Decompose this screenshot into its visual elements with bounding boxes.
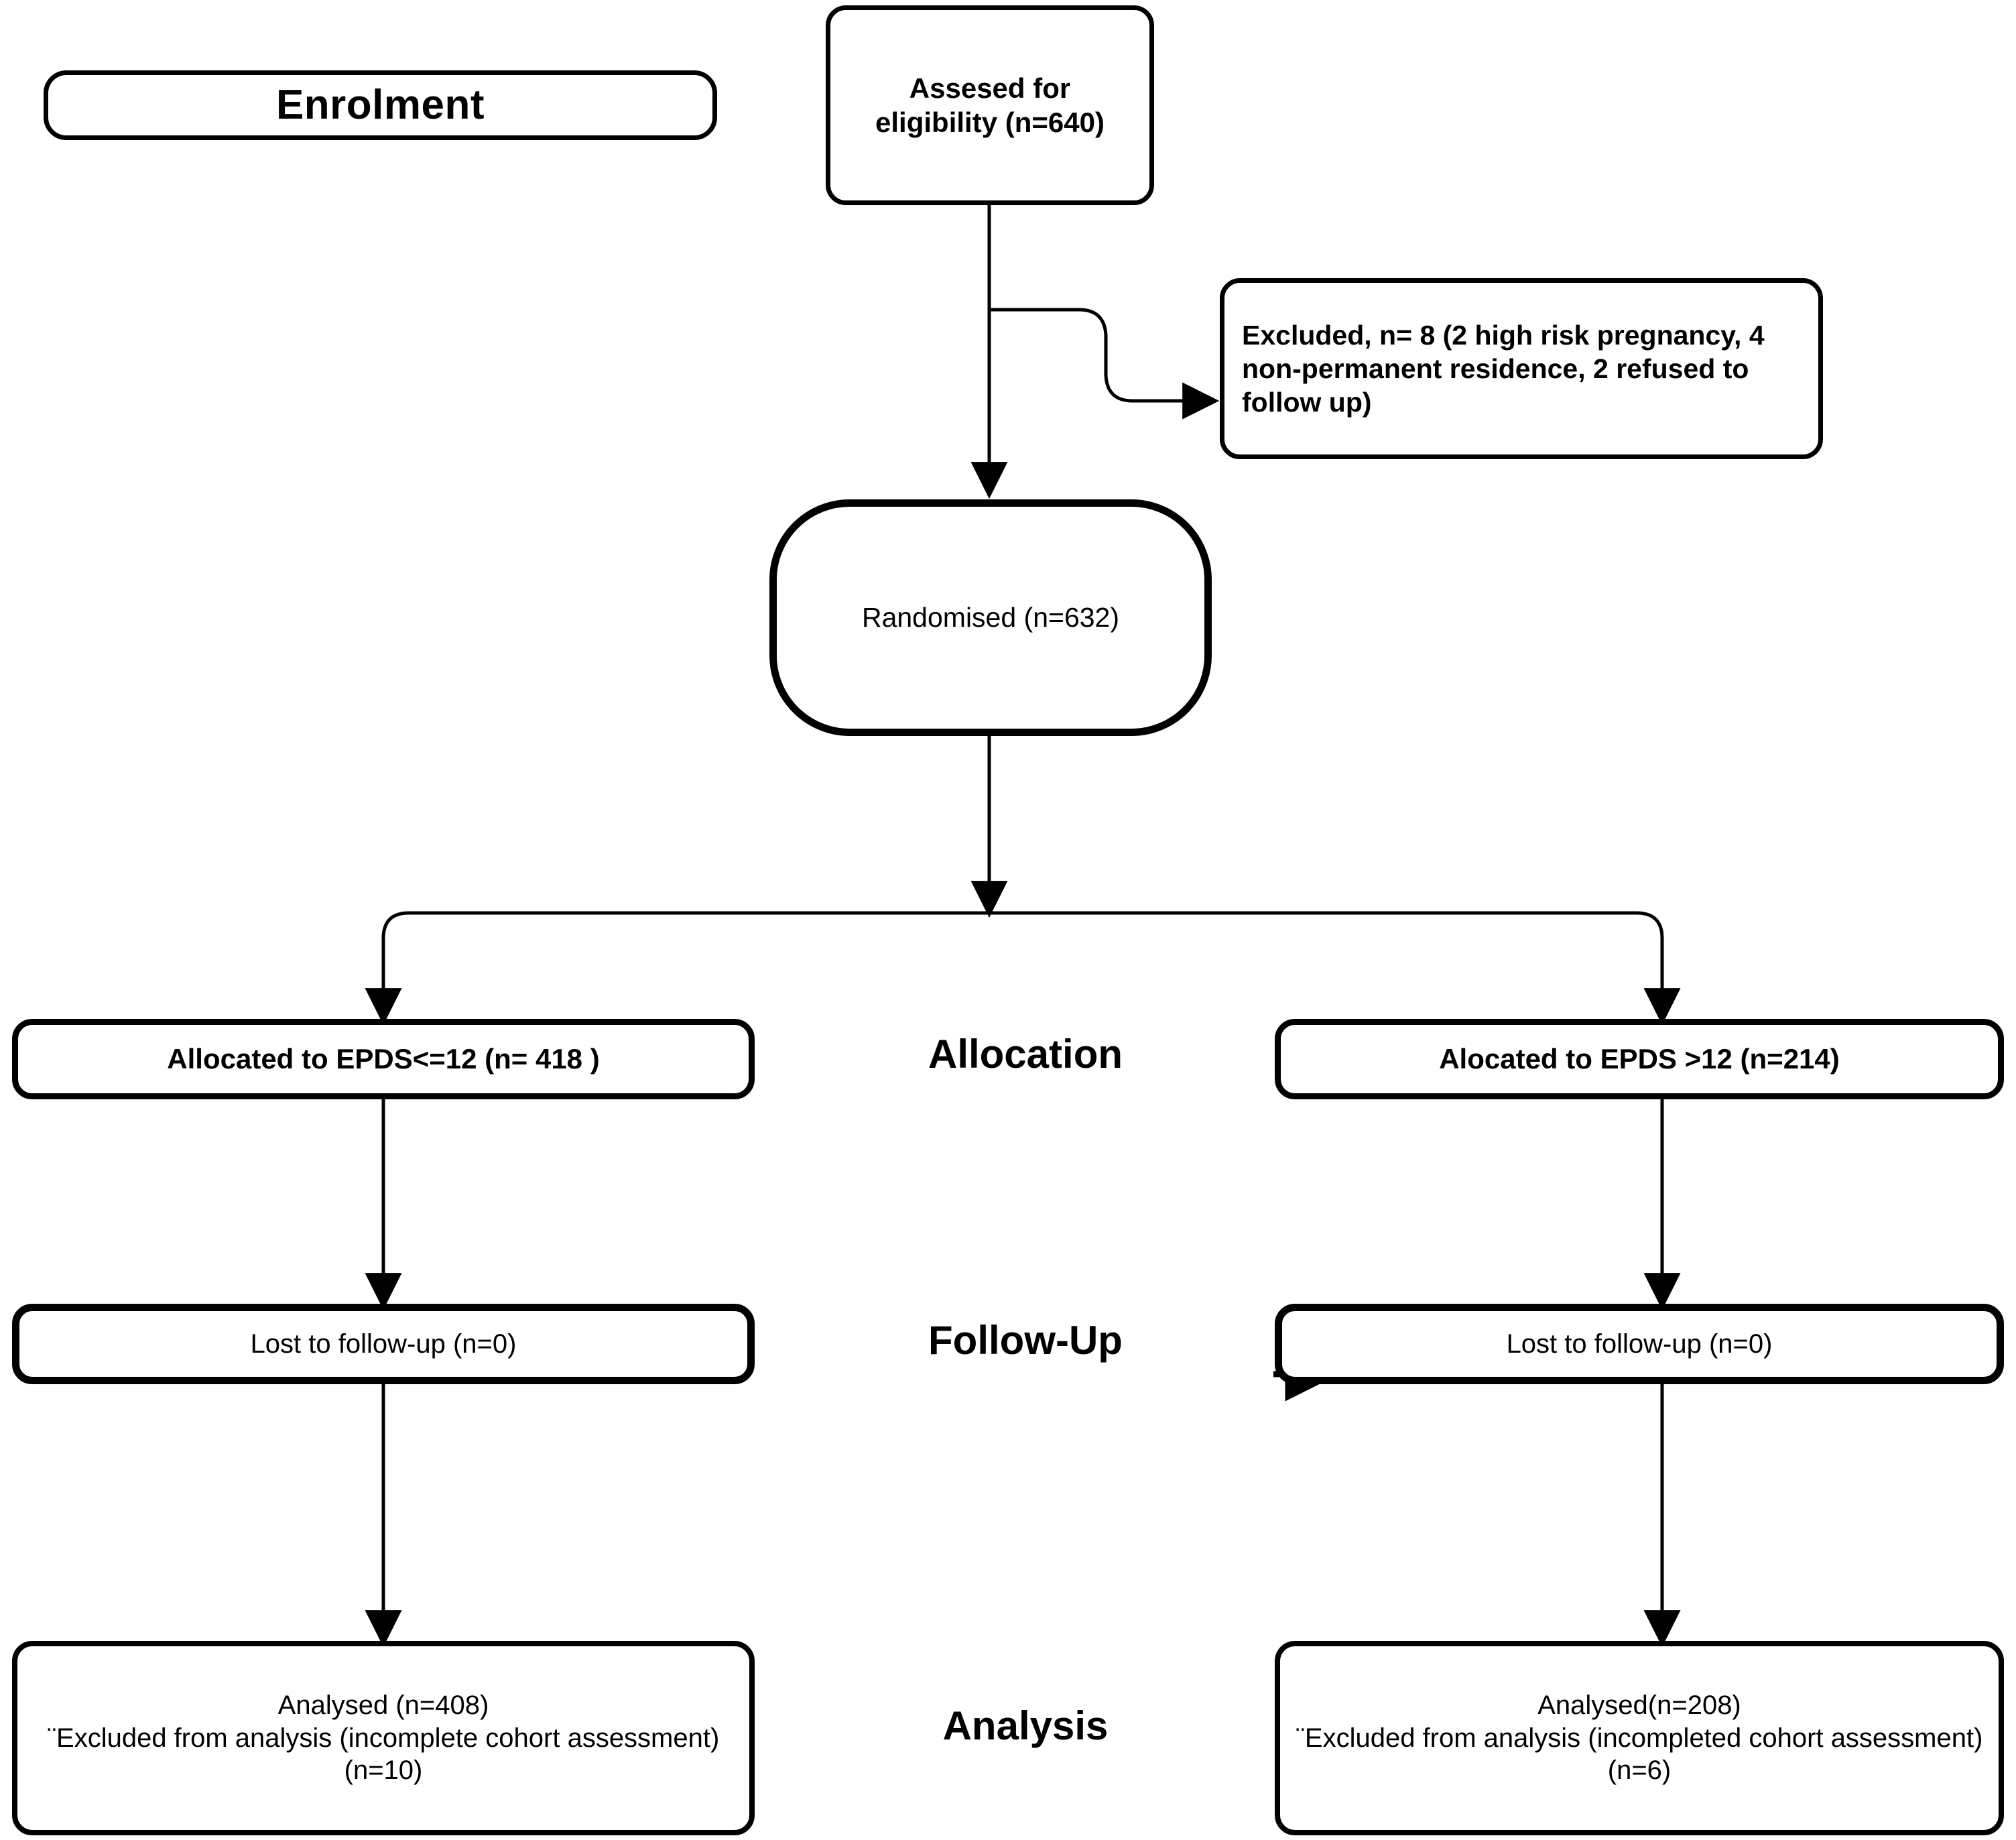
phase-banner-enrolment-label: Enrolment bbox=[275, 82, 485, 129]
phase-label-allocation: Allocation bbox=[791, 1031, 1260, 1077]
phase-label-followup-text: Follow-Up bbox=[928, 1318, 1123, 1363]
node-allocated-left-label: Allocated to EPDS<=12 (n= 418 ) bbox=[167, 1043, 600, 1075]
connector-trunk-to-excluded bbox=[991, 308, 1220, 420]
node-lost-to-followup-left-label: Lost to follow-up (n=0) bbox=[250, 1329, 517, 1359]
phase-banner-enrolment: Enrolment bbox=[44, 70, 717, 140]
node-allocated-right: Alocated to EPDS >12 (n=214) bbox=[1275, 1019, 2004, 1099]
node-analysis-right-line1: Analysed(n=208) bbox=[1537, 1690, 1741, 1720]
connector-split-right bbox=[989, 911, 1681, 1026]
node-allocated-left: Allocated to EPDS<=12 (n= 418 ) bbox=[12, 1019, 755, 1099]
node-analysis-left-line1: Analysed (n=408) bbox=[277, 1690, 489, 1720]
node-excluded: Excluded, n= 8 (2 high risk pregnancy, 4… bbox=[1220, 278, 1823, 459]
phase-label-allocation-text: Allocation bbox=[928, 1032, 1123, 1077]
node-randomised: Randomised (n=632) bbox=[769, 499, 1212, 736]
node-lost-to-followup-right: Lost to follow-up (n=0) bbox=[1275, 1304, 2004, 1384]
connector-split-left bbox=[365, 911, 989, 1026]
node-analysis-right: Analysed(n=208) ¨Excluded from analysis … bbox=[1275, 1641, 2004, 1835]
node-analysis-left: Analysed (n=408) ¨Excluded from analysis… bbox=[12, 1641, 755, 1835]
node-randomised-label: Randomised (n=632) bbox=[861, 602, 1120, 633]
node-lost-to-followup-right-label: Lost to follow-up (n=0) bbox=[1506, 1329, 1773, 1359]
node-allocated-right-label: Alocated to EPDS >12 (n=214) bbox=[1439, 1043, 1840, 1075]
phase-label-followup: Follow-Up bbox=[791, 1317, 1260, 1363]
node-assessed-for-eligibility-label: Assesed for eligibility (n=640) bbox=[875, 72, 1105, 138]
phase-label-analysis-text: Analysis bbox=[942, 1703, 1109, 1748]
node-assessed-for-eligibility: Assesed for eligibility (n=640) bbox=[826, 5, 1154, 205]
node-analysis-left-line2: ¨Excluded from analysis (incomplete coho… bbox=[47, 1723, 720, 1786]
node-lost-to-followup-left: Lost to follow-up (n=0) bbox=[12, 1304, 755, 1384]
node-excluded-label: Excluded, n= 8 (2 high risk pregnancy, 4… bbox=[1242, 319, 1765, 418]
node-analysis-right-line2: ¨Excluded from analysis (incompleted coh… bbox=[1296, 1723, 1983, 1786]
phase-label-analysis: Analysis bbox=[791, 1703, 1260, 1749]
